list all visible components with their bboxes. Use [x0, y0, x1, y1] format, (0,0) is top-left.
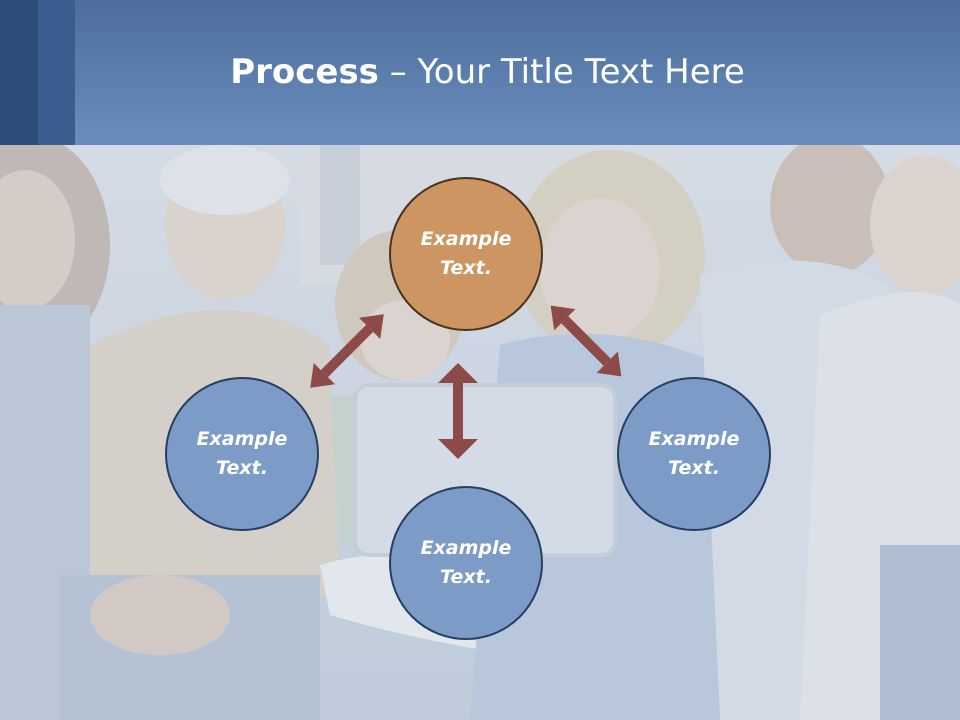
process-step-right-label: Example Text.: [648, 428, 740, 479]
process-step-top-label: Example Text.: [420, 228, 512, 279]
process-step-bottom-label: Example Text.: [420, 537, 512, 588]
process-step-left-label: Example Text.: [196, 428, 288, 479]
process-step-top[interactable]: Example Text.: [389, 177, 543, 331]
slide-title: Process – Your Title Text Here: [75, 52, 900, 92]
header-accent-block: [0, 0, 38, 145]
process-step-left[interactable]: Example Text.: [165, 377, 319, 531]
process-step-bottom[interactable]: Example Text.: [389, 486, 543, 640]
header-accent-block-2: [38, 0, 75, 145]
slide-header: Process – Your Title Text Here: [0, 0, 960, 145]
arrow-vertical: [438, 363, 478, 459]
title-bold: Process: [230, 52, 379, 92]
arrow-top-left: [310, 314, 384, 388]
arrow-top-right: [550, 305, 622, 377]
process-step-right[interactable]: Example Text.: [617, 377, 771, 531]
title-rest: – Your Title Text Here: [378, 52, 745, 92]
